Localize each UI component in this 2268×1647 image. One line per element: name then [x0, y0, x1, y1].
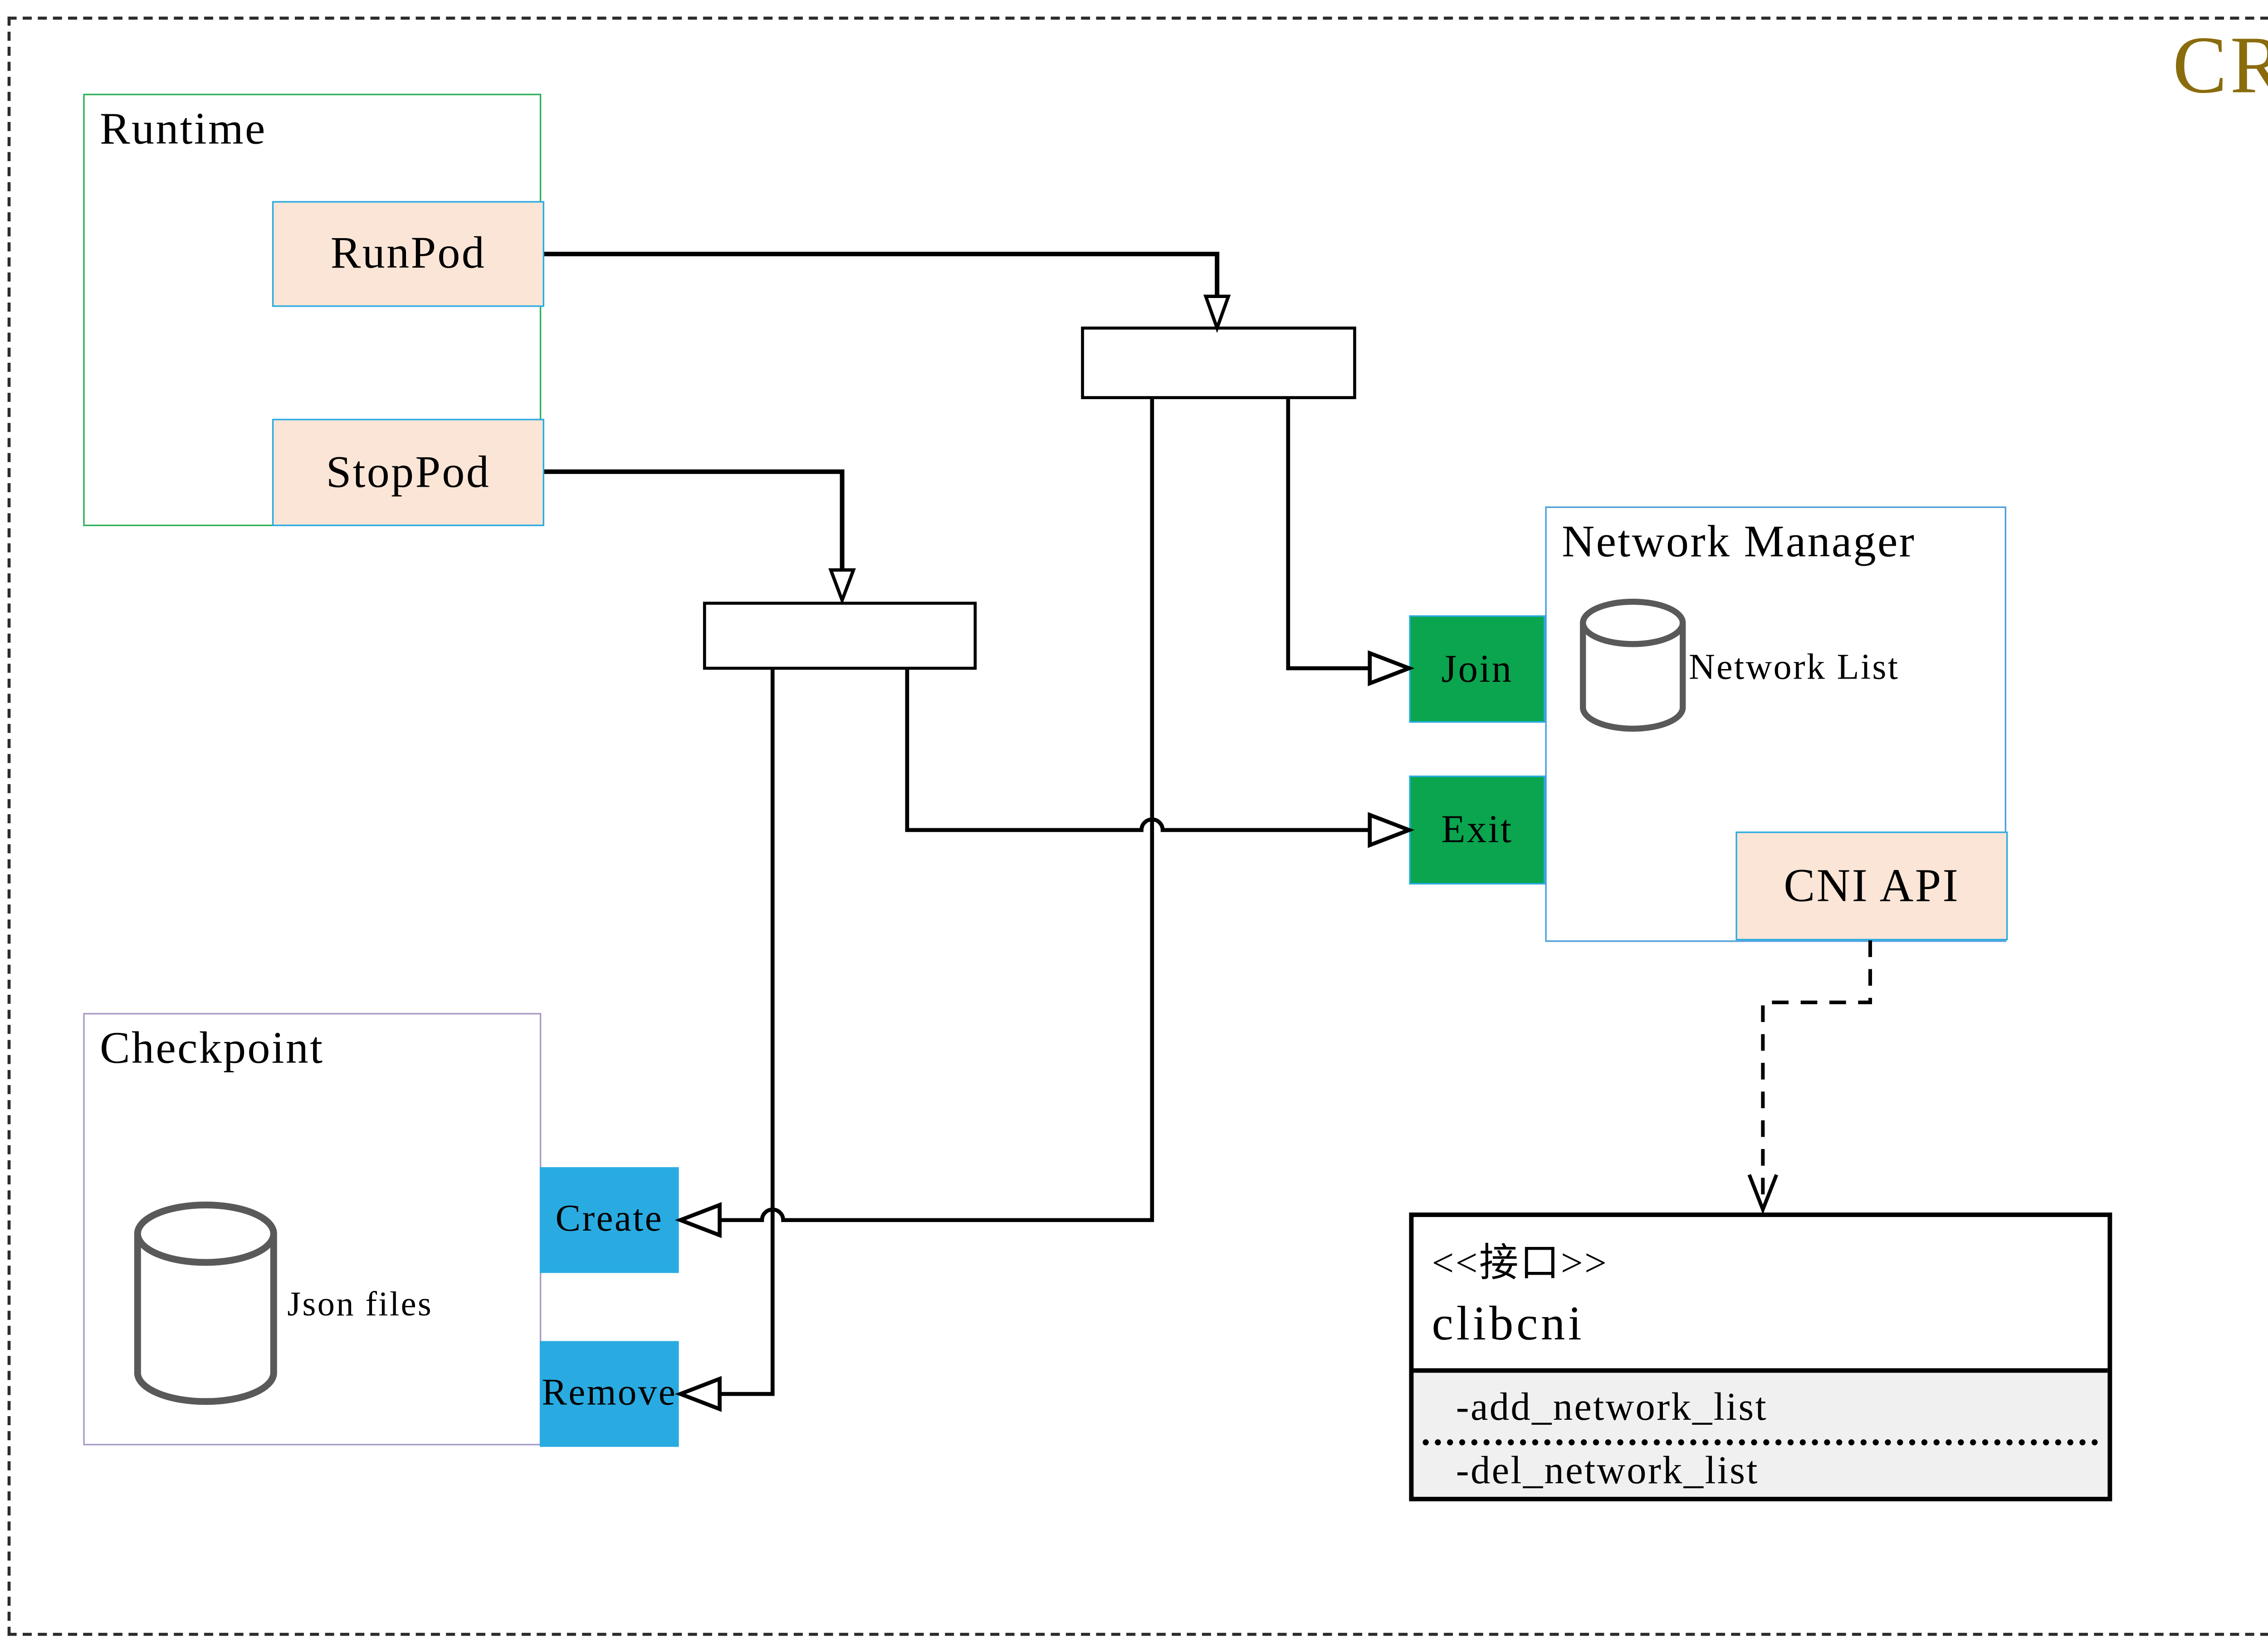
- checkpoint-container: Checkpoint: [83, 1013, 542, 1446]
- add-network-list-method: -add_network_list: [1456, 1385, 1768, 1429]
- runtime-title: Runtime: [99, 104, 267, 154]
- runpod-node: RunPod: [272, 201, 544, 307]
- network-list-label: Network List: [1689, 648, 1900, 688]
- junction-box-runpod: [1081, 326, 1356, 399]
- remove-node: Remove: [539, 1341, 679, 1447]
- clibcni-methods-section: -add_network_list -del_network_list: [1413, 1373, 2108, 1497]
- checkpoint-title: Checkpoint: [99, 1023, 324, 1074]
- junction-box-stoppod: [703, 601, 977, 670]
- clibcni-name-label: clibcni: [1432, 1295, 1585, 1350]
- methods-dotted-divider: [1422, 1439, 2099, 1446]
- network-manager-title: Network Manager: [1562, 517, 1916, 567]
- interface-stereotype-label: <<接口>>: [1432, 1241, 1608, 1285]
- clibcni-interface-box: <<接口>> clibcni -add_network_list -del_ne…: [1409, 1212, 2112, 1501]
- join-node: Join: [1409, 615, 1545, 723]
- del-network-list-method: -del_network_list: [1456, 1448, 1759, 1492]
- create-node: Create: [539, 1167, 679, 1273]
- stoppod-node: StopPod: [272, 419, 544, 526]
- cni-api-node: CNI API: [1735, 831, 2008, 941]
- diagram-dashed-border: [7, 16, 2268, 1636]
- json-files-label: Json files: [287, 1285, 433, 1323]
- exit-node: Exit: [1409, 775, 1545, 885]
- diagram-title: CRI: [2172, 20, 2268, 111]
- clibcni-header: <<接口>> clibcni: [1413, 1217, 2108, 1373]
